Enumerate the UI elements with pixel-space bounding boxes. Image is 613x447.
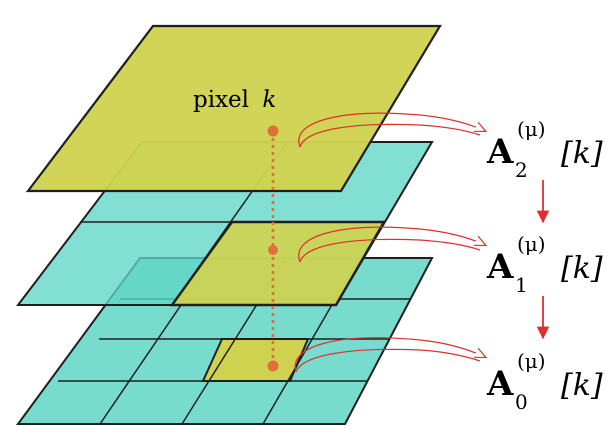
curved-arrow-level-1 — [298, 226, 485, 263]
label-level-1-arg: [k] — [561, 251, 603, 286]
pixel-label-var: k — [262, 87, 276, 113]
curved-arrow-level-1-inner — [299, 238, 481, 263]
label-level-2-sub: 2 — [515, 158, 528, 182]
layer-level-2 — [25, 24, 442, 193]
label-level-0-arg: [k] — [561, 368, 603, 403]
label-level-2-arg: [k] — [561, 136, 603, 171]
curved-arrow-level-2 — [298, 112, 485, 148]
label-level-0-sub: 0 — [515, 390, 528, 414]
label-level-1-symbol: A — [486, 247, 514, 287]
pixel-dot-level-0 — [267, 360, 279, 372]
curved-arrow-level-2-inner — [299, 123, 481, 148]
label-level-1: A (μ) 1 [k] — [486, 232, 603, 297]
curved-arrows — [294, 112, 485, 373]
curved-arrow-level-0 — [294, 337, 485, 373]
label-level-2-symbol: A — [486, 132, 514, 172]
label-level-1-sub: 1 — [515, 273, 528, 297]
label-level-0-sup: (μ) — [517, 349, 546, 373]
label-level-0-symbol: A — [486, 364, 514, 404]
pixel-label-word: pixel — [193, 87, 249, 113]
pixel-dot-level-1 — [268, 245, 278, 255]
label-level-0: A (μ) 0 [k] — [486, 349, 603, 414]
layer-2-plane — [25, 24, 442, 193]
pixel-label: pixel k — [193, 87, 276, 113]
curved-arrow-level-0-inner — [295, 348, 481, 373]
label-level-2: A (μ) 2 [k] — [486, 117, 603, 182]
pixel-dot-level-2 — [267, 125, 279, 137]
label-level-2-sup: (μ) — [517, 117, 546, 141]
label-level-1-sup: (μ) — [517, 232, 546, 256]
